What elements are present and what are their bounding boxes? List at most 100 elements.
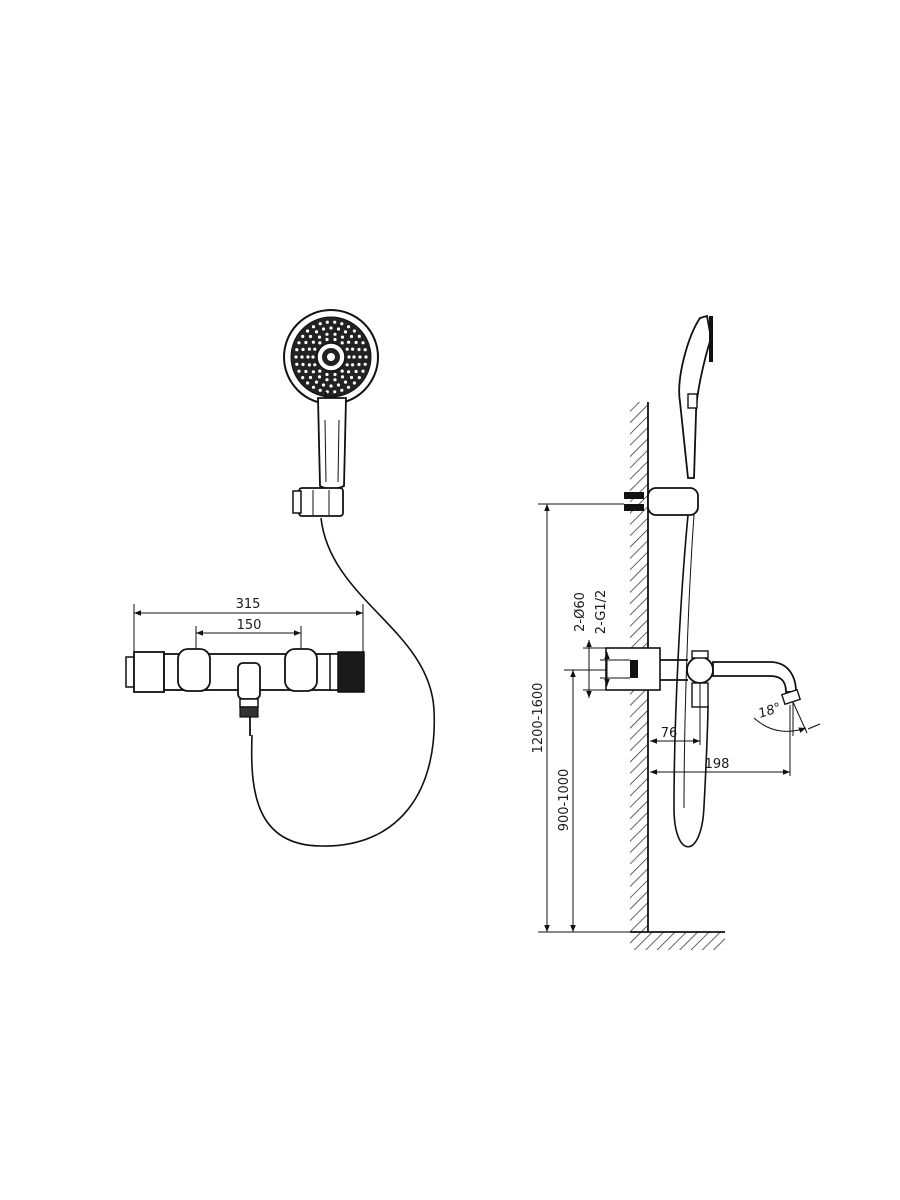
dim-label-76: 76	[661, 726, 678, 741]
nozzle-dots	[294, 320, 368, 394]
nozzle-dot	[364, 355, 368, 359]
nozzle-dot	[301, 347, 305, 352]
dim-label-inlet-diameter: 2-Ø60	[573, 592, 588, 632]
nozzle-dot	[304, 369, 308, 374]
nozzle-dot	[295, 362, 299, 366]
dim-label-1200-1600: 1200-1600	[531, 683, 546, 754]
dimension-angle-18: 18°	[753, 700, 821, 736]
nozzle-dot	[336, 327, 341, 331]
dim-label-315: 315	[236, 597, 261, 612]
nozzle-dot	[347, 370, 351, 374]
nozzle-dot	[297, 341, 301, 345]
nozzle-dot	[304, 340, 308, 345]
nozzle-dot	[343, 380, 348, 384]
nozzle-dot	[340, 322, 344, 326]
shower-hose-side	[673, 514, 709, 848]
nozzle-dot	[317, 375, 322, 379]
dim-label-150: 150	[237, 618, 262, 633]
nozzle-dot	[311, 325, 316, 329]
mixer-body	[125, 648, 365, 736]
nozzle-dot	[333, 372, 337, 377]
nozzle-dot	[347, 340, 351, 344]
nozzle-dot	[346, 325, 351, 329]
nozzle-dot	[318, 341, 322, 345]
wall-holder-side	[624, 487, 699, 516]
nozzle-dot	[358, 355, 362, 359]
nozzle-dot	[333, 332, 337, 336]
nozzle-dot	[349, 375, 354, 380]
nozzle-dot	[345, 363, 349, 367]
dimension-76: 76	[650, 683, 701, 745]
nozzle-dot	[301, 334, 305, 338]
nozzle-dot	[329, 384, 333, 388]
nozzle-dot	[313, 363, 317, 367]
nozzle-dot	[297, 369, 301, 373]
nozzle-dot	[311, 370, 315, 374]
nozzle-dot	[340, 375, 345, 379]
nozzle-dot	[321, 327, 326, 331]
nozzle-dot	[314, 330, 319, 334]
dimension-1200-1600: 1200-1600	[531, 504, 550, 932]
nozzle-dot	[349, 334, 354, 339]
nozzle-dot	[307, 347, 311, 351]
nozzle-dot	[345, 347, 349, 351]
nozzle-dot	[308, 375, 313, 380]
wall-holder	[292, 487, 344, 517]
nozzle-dot	[352, 329, 356, 333]
hand-shower-handle	[317, 397, 347, 490]
nozzle-dot	[325, 320, 329, 324]
nozzle-dot	[363, 348, 367, 352]
nozzle-dot	[336, 383, 341, 387]
nozzle-dot	[301, 362, 305, 367]
nozzle-dot	[354, 369, 358, 374]
nozzle-dot	[325, 378, 329, 382]
nozzle-dot	[318, 369, 322, 373]
nozzle-dot	[321, 383, 326, 387]
nozzle-dot	[311, 385, 316, 389]
nozzle-dot	[357, 376, 361, 380]
nozzle-dot	[317, 335, 322, 339]
floor	[630, 932, 725, 950]
nozzle-dot	[340, 369, 344, 373]
nozzle-dot	[306, 355, 310, 359]
nozzle-dot	[333, 320, 337, 324]
nozzle-dot	[311, 340, 315, 344]
nozzle-dot	[313, 347, 317, 351]
nozzle-dot	[357, 334, 361, 338]
nozzle-dot	[306, 381, 310, 385]
nozzle-dot	[333, 337, 337, 342]
nozzle-dot	[347, 355, 351, 359]
shower-hose	[250, 517, 436, 847]
nozzle-dot	[346, 385, 351, 389]
nozzle-dot	[340, 388, 344, 392]
nozzle-dot	[325, 337, 329, 342]
nozzle-dot	[352, 381, 356, 385]
nozzle-dot	[340, 341, 344, 345]
nozzle-dot	[325, 332, 329, 336]
nozzle-dot	[329, 326, 333, 330]
nozzle-dot	[343, 330, 348, 334]
nozzle-dot	[357, 347, 361, 352]
nozzle-dot	[311, 355, 315, 359]
nozzle-dot	[300, 355, 304, 359]
nozzle-dot	[307, 363, 311, 367]
dim-label-inlet-thread: 2-G1/2	[594, 590, 609, 634]
hand-shower-head	[283, 309, 379, 412]
nozzle-dot	[333, 378, 337, 382]
nozzle-dot	[318, 388, 322, 392]
nozzle-dot	[357, 362, 361, 367]
nozzle-dot	[301, 376, 305, 380]
nozzle-dot	[333, 390, 337, 394]
dim-label-angle: 18°	[757, 700, 784, 721]
nozzle-dot	[340, 335, 345, 339]
nozzle-dot	[314, 380, 319, 384]
dimension-150: 150	[195, 618, 302, 655]
nozzle-dot	[361, 341, 365, 345]
front-view: 315 150	[125, 309, 436, 847]
nozzle-dot	[325, 372, 329, 377]
nozzle-dot	[354, 340, 358, 345]
nozzle-dot	[352, 355, 356, 359]
nozzle-dot	[295, 348, 299, 352]
side-view: 1200-1600 900-1000 2-Ø60 2-G1/2 76	[531, 314, 821, 950]
